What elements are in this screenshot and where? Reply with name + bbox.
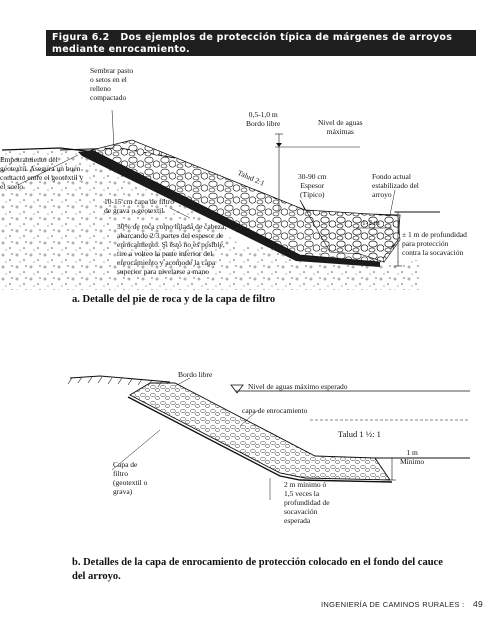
page-number: 49 [472,599,483,609]
label-nivel-aguas-a: Nivel de aguas máximas [318,118,363,136]
label-bordo-libre-a: 0,5-1,0 m Bordo libre [246,110,281,128]
page-footer: INGENIERÍA DE CAMINOS RURALES : 49 [321,599,483,609]
label-1-2-m: 1-2 m [362,218,380,227]
diagram-a [0,109,440,290]
caption-b: b. Detalles de la capa de enrocamiento d… [72,557,443,582]
figure-number: Figura 6.2 [52,32,110,43]
label-1m-minimo: 1 m Mínimo [400,448,425,466]
label-socavacion: 2 m mínimo ó 1,5 veces la profundidad de… [284,480,330,525]
caption-a: a. Detalle del pie de roca y de la capa … [72,294,276,305]
figure-header: Figura 6.2 Dos ejemplos de protección tí… [46,30,476,56]
label-talud-1-5: Talud 1 ½: 1 [338,429,381,439]
label-capa-filtro-a: 10-15 cm capa de filtro de grava o geote… [104,197,174,215]
label-roca-hilada: 30% de roca como hilada de cabeza, abarc… [117,222,227,276]
footer-separator: : [462,600,465,609]
label-capa-filtro-b: Capa de filtro (geotextil o grava) [113,460,148,496]
label-espesor: 30-90 cm Espesor (Típico) [298,172,327,199]
footer-title: INGENIERÍA DE CAMINOS RURALES [321,600,460,609]
label-bordo-libre-b: Bordo libre [178,370,213,379]
label-sembrar-pasto: Sembrar pasto o setos en el relleno comp… [90,66,134,102]
label-capa-enrocamiento: capa de enrocamiento [242,406,308,415]
label-nivel-aguas-b: Nivel de aguas máximo esperado [248,382,348,391]
diagram-b [67,375,470,500]
label-fondo-actual: Fondo actual estabilizado del arroyo [372,172,419,199]
label-empotramiento: Empotramiento del geotextil. Asegura un … [0,155,84,191]
figure-title: Dos ejemplos de protección típica de már… [52,32,453,55]
label-profundidad: ± 1 m de profundidad para protección con… [402,230,467,257]
